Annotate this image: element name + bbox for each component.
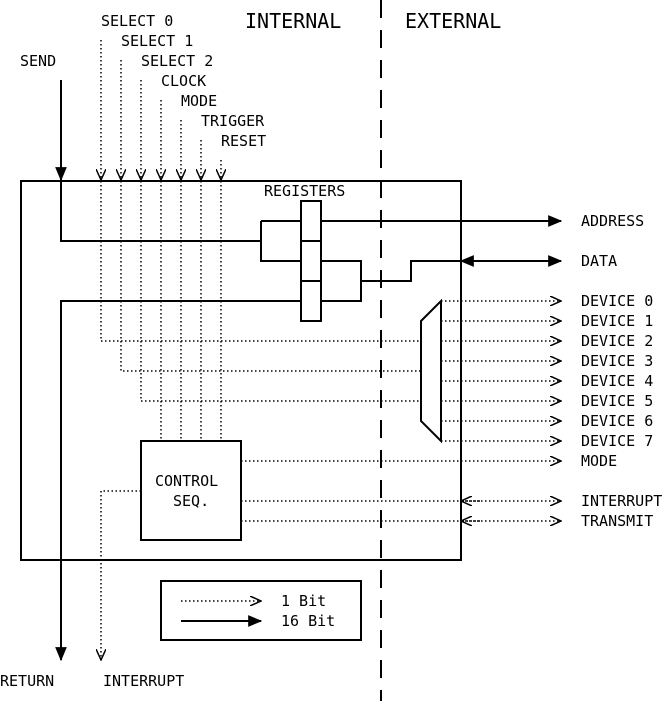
data-output-label: DATA [581,252,617,270]
register-fork [260,220,301,262]
mode-output-label: MODE [581,452,617,470]
register-2 [300,280,322,322]
send-to-register-bus [60,181,261,242]
return-bus [55,300,301,662]
reset-input-label: RESET [221,132,266,150]
select2-to-device5 [140,181,421,402]
data-bus-internal [321,260,461,302]
device-multiplexer [420,298,442,444]
legend-16bit-label: 16 Bit [281,612,335,630]
return-label: RETURN [0,672,54,690]
address-output-label: ADDRESS [581,212,644,230]
select1-input-label: SELECT 1 [121,32,193,50]
device2-label: DEVICE 2 [581,332,653,350]
device1-label: DEVICE 1 [581,312,653,330]
register-1 [300,240,322,282]
clock-input-label: CLOCK [161,72,206,90]
device4-label: DEVICE 4 [581,372,653,390]
device3-label: DEVICE 3 [581,352,653,370]
control-sequencer-label-line2: SEQ. [173,492,209,510]
select1-to-device4 [120,181,421,372]
internal-region-label: INTERNAL [245,9,341,33]
transmit-output-label: TRANSMIT [581,512,653,530]
send-input-label: SEND [20,52,56,70]
select2-input-label: SELECT 2 [141,52,213,70]
device5-label: DEVICE 5 [581,392,653,410]
control-sequencer-label-line1: CONTROL [155,472,218,490]
device7-label: DEVICE 7 [581,432,653,450]
control-sequencer-block [140,440,242,541]
select0-input-label: SELECT 0 [101,12,173,30]
register-0 [300,200,322,242]
interrupt-output-label: INTERRUPT [581,492,662,510]
legend-1bit-label: 1 Bit [281,592,326,610]
registers-label: REGISTERS [264,182,345,200]
chip-boundary [20,180,462,561]
mode-input-label: MODE [181,92,217,110]
interrupt-bottom-line [101,490,141,660]
select0-to-device2 [100,181,421,342]
device6-label: DEVICE 6 [581,412,653,430]
external-region-label: EXTERNAL [405,9,501,33]
interrupt-bottom-label: INTERRUPT [103,672,184,690]
legend-box [160,580,362,641]
device0-label: DEVICE 0 [581,292,653,310]
trigger-input-label: TRIGGER [201,112,265,130]
